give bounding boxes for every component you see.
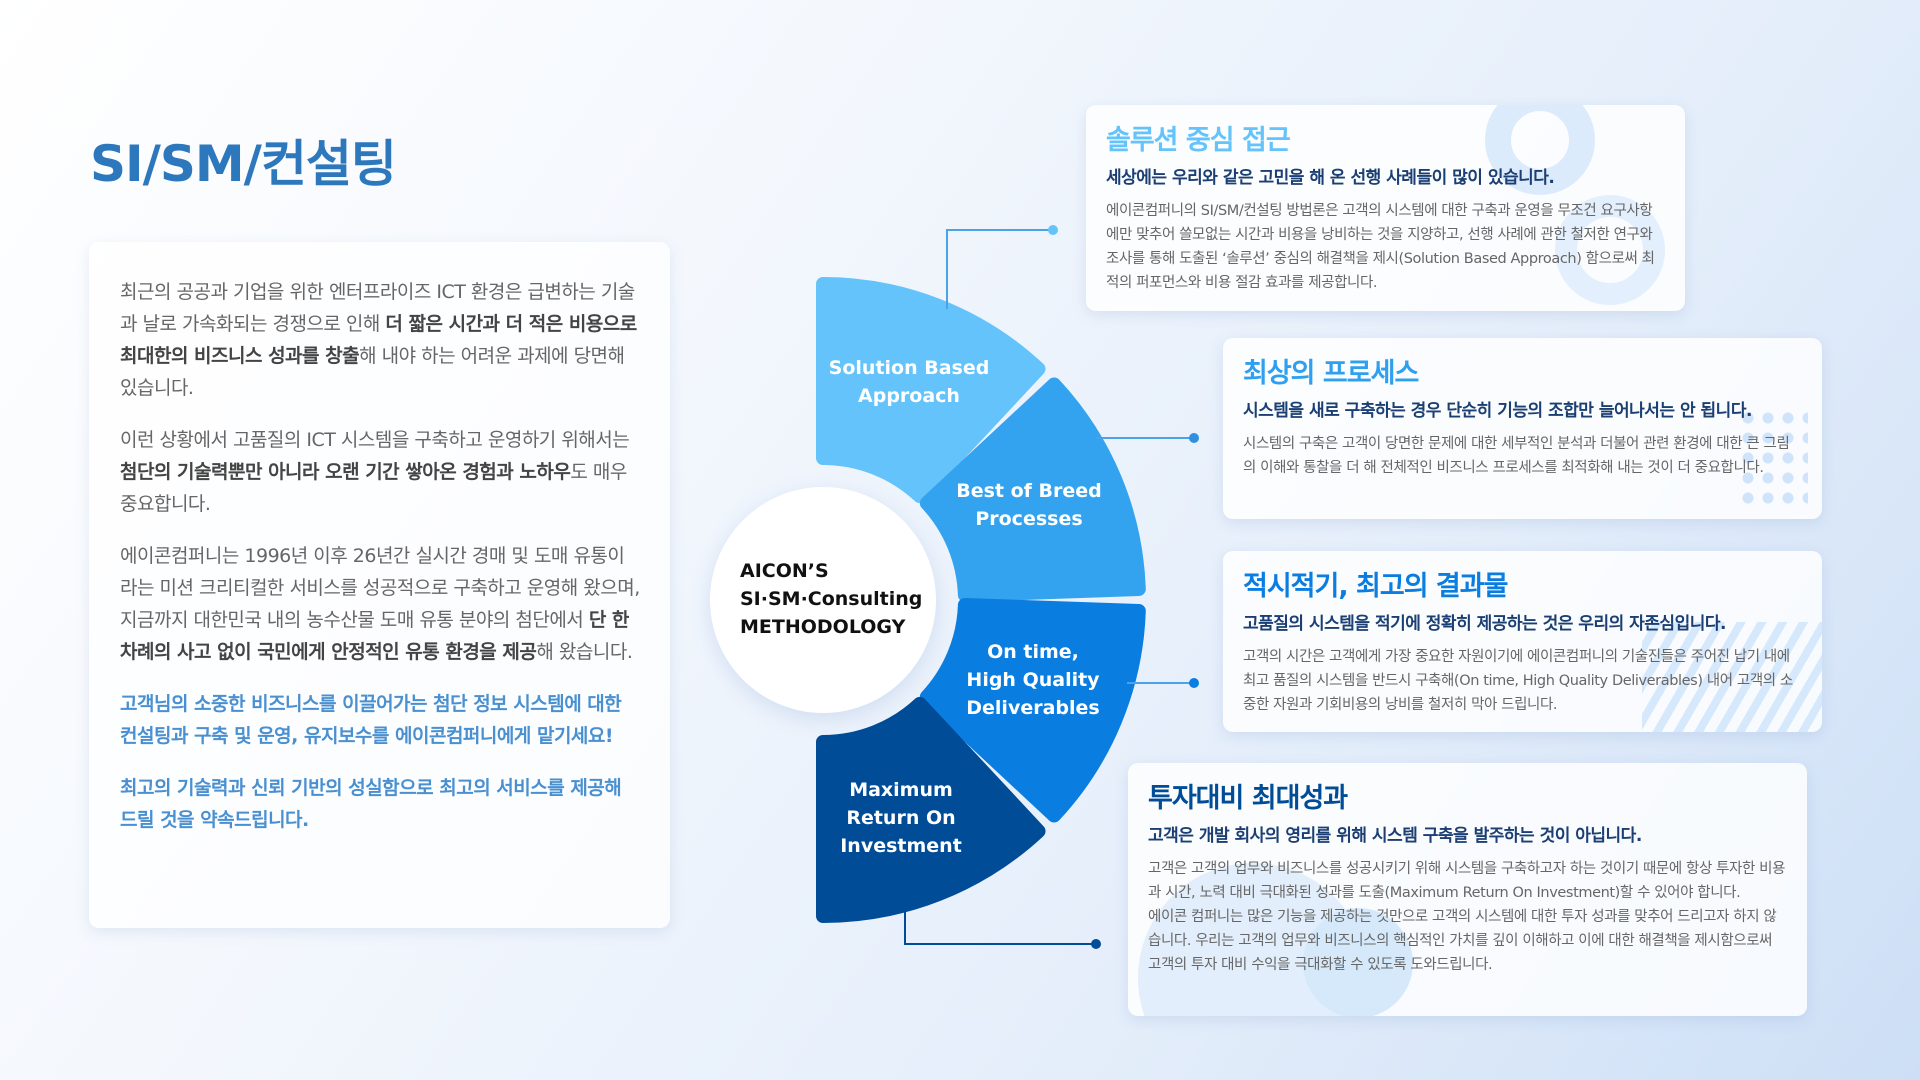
card-body: 고객은 고객의 업무와 비즈니스를 성공시키기 위해 시스템을 구축하고자 하는… <box>1148 861 1786 901</box>
label-line: Processes <box>975 508 1083 530</box>
intro-paragraph: 최근의 공공과 기업을 위한 엔터프라이즈 ICT 환경은 급변하는 기술과 날… <box>120 276 640 404</box>
card-title: 투자대비 최대성과 <box>1148 783 1348 814</box>
emphasis-text: 더 짧은 시간과 더 적은 비용으로 최대한의 비즈니스 성과를 창출 <box>120 313 637 367</box>
segment-label-process: Best of Breed Processes <box>956 477 1102 533</box>
connector-line <box>1096 437 1194 439</box>
paragraph-text: 해 내야 하는 어려운 과제에 당면해 있습니다. <box>120 345 625 399</box>
card-subtitle: 고객은 개발 회사의 영리를 위해 시스템 구축을 발주하는 것이 아닙니다. <box>1148 826 1642 846</box>
segment-process <box>919 377 1146 603</box>
paragraph-text: 도 매우 중요합니다. <box>120 461 627 515</box>
card-body: 에이콘컴퍼니의 SI/SM/컨설팅 방법론은 고객의 시스템에 대한 구축과 운… <box>1106 203 1655 291</box>
center-line: SI·SM·Consulting <box>740 588 923 610</box>
card-process: 최상의 프로세스 시스템을 새로 구축하는 경우 단순히 기능의 조합만 늘어나… <box>1223 338 1822 519</box>
segment-solution <box>816 277 1046 504</box>
card-subtitle: 세상에는 우리와 같은 고민을 해 온 선행 사례들이 많이 있습니다. <box>1106 168 1555 188</box>
paragraph-text: 해 왔습니다. <box>536 641 633 663</box>
card-subtitle: 고품질의 시스템을 적기에 정확히 제공하는 것은 우리의 자존심입니다. <box>1243 614 1726 634</box>
card-solution: 솔루션 중심 접근 세상에는 우리와 같은 고민을 해 온 선행 사례들이 많이… <box>1086 105 1685 311</box>
segment-roi <box>816 696 1046 923</box>
intro-panel: 최근의 공공과 기업을 위한 엔터프라이즈 ICT 환경은 급변하는 기술과 날… <box>89 242 670 928</box>
label-line: Deliverables <box>966 697 1100 719</box>
card-body: 시스템의 구축은 고객이 당면한 문제에 대한 세부적인 분석과 더불어 관련 … <box>1243 436 1790 476</box>
page-title: SI/SM/컨설팅 <box>90 135 397 193</box>
intro-paragraph: 이런 상황에서 고품질의 ICT 시스템을 구축하고 운영하기 위해서는 첨단의… <box>120 424 640 520</box>
label-line: Investment <box>840 835 962 857</box>
segment-label-solution: Solution Based Approach <box>829 354 990 410</box>
card-subtitle: 시스템을 새로 구축하는 경우 단순히 기능의 조합만 늘어나서는 안 됩니다. <box>1243 401 1752 421</box>
card-title: 솔루션 중심 접근 <box>1106 125 1291 156</box>
methodology-center <box>710 487 936 713</box>
methodology-center-title: AICON’S SI·SM·Consulting METHODOLOGY <box>740 557 922 641</box>
connector-dot <box>1189 678 1199 688</box>
label-line: Return On <box>846 807 956 829</box>
highlight-paragraph: 고객님의 소중한 비즈니스를 이끌어가는 첨단 정보 시스템에 대한 컨설팅과 … <box>120 693 622 747</box>
card-title: 적시적기, 최고의 결과물 <box>1243 571 1508 602</box>
emphasis-text: 첨단의 기술력뿐만 아니라 오랜 기간 쌓아온 경험과 노하우 <box>120 461 571 483</box>
label-line: On time, <box>987 641 1079 663</box>
label-line: Approach <box>858 385 960 407</box>
segment-label-roi: Maximum Return On Investment <box>840 776 962 860</box>
connector-dot <box>1091 939 1101 949</box>
paragraph-text: 에이콘컴퍼니는 1996년 이후 26년간 실시간 경매 및 도매 유통이라는 … <box>120 545 640 631</box>
label-line: High Quality <box>966 669 1100 691</box>
connector-line <box>946 229 948 309</box>
segment-deliverables <box>919 597 1146 823</box>
connector-line <box>904 943 1096 945</box>
card-deliverables: 적시적기, 최고의 결과물 고품질의 시스템을 적기에 정확히 제공하는 것은 … <box>1223 551 1822 732</box>
connector-line <box>946 229 1052 231</box>
center-line: METHODOLOGY <box>740 616 906 638</box>
label-line: Best of Breed <box>956 480 1102 502</box>
segment-label-deliverables: On time, High Quality Deliverables <box>966 638 1099 722</box>
label-line: Maximum <box>849 779 953 801</box>
connector-dot <box>1048 225 1058 235</box>
center-line: AICON’S <box>740 560 829 582</box>
highlight-paragraph: 최고의 기술력과 신뢰 기반의 성실함으로 최고의 서비스를 제공해 드릴 것을… <box>120 777 622 831</box>
emphasis-text: 단 한 차례의 사고 없이 국민에게 안정적인 유통 환경을 제공 <box>120 609 629 663</box>
connector-line <box>904 906 906 945</box>
paragraph-text: 최근의 공공과 기업을 위한 엔터프라이즈 ICT 환경은 급변하는 기술과 날… <box>120 281 635 335</box>
paragraph-text: 이런 상황에서 고품질의 ICT 시스템을 구축하고 운영하기 위해서는 <box>120 429 630 451</box>
card-title: 최상의 프로세스 <box>1243 358 1419 389</box>
connector-line <box>1127 682 1194 684</box>
card-roi: 투자대비 최대성과 고객은 개발 회사의 영리를 위해 시스템 구축을 발주하는… <box>1128 763 1807 1016</box>
intro-paragraph: 에이콘컴퍼니는 1996년 이후 26년간 실시간 경매 및 도매 유통이라는 … <box>120 540 640 668</box>
card-body: 에이콘 컴퍼니는 많은 기능을 제공하는 것만으로 고객의 시스템에 대한 투자… <box>1148 909 1777 973</box>
connector-dot <box>1189 433 1199 443</box>
label-line: Solution Based <box>828 357 990 379</box>
card-body: 고객의 시간은 고객에게 가장 중요한 자원이기에 에이콘컴퍼니의 기술진들은 … <box>1243 649 1793 713</box>
